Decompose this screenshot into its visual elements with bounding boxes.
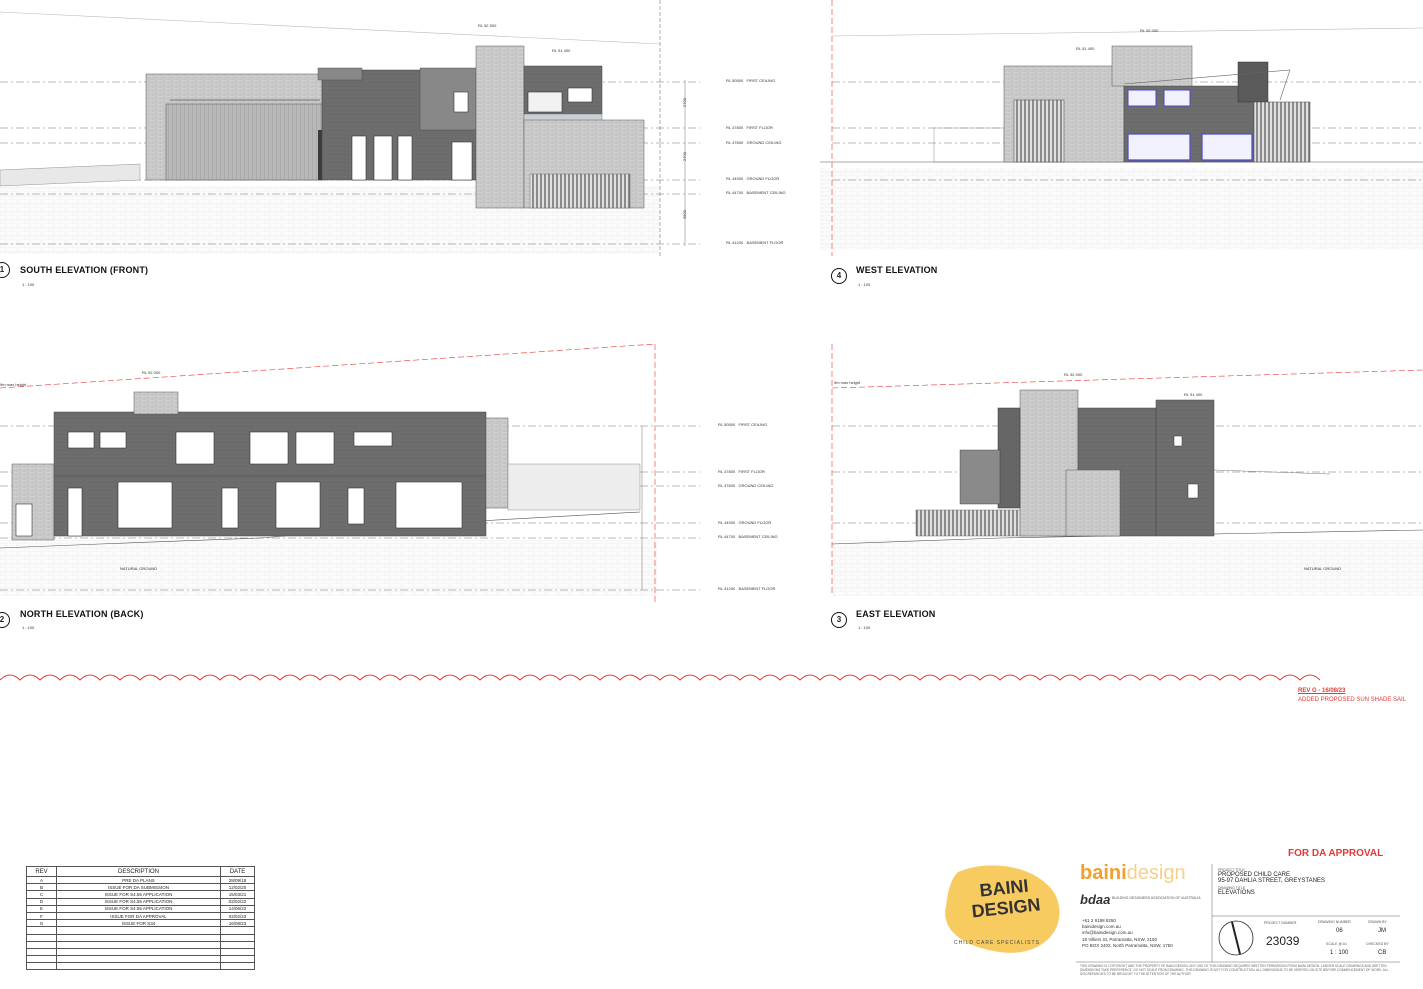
brand-wordmark: bainidesign <box>1080 862 1186 884</box>
revision-cloud-note: ADDED PROPOSED SUN SHADE SAIL <box>1298 697 1407 703</box>
natural-ground-label: NATURAL GROUND <box>1304 566 1342 571</box>
drawn-by: JM <box>1378 928 1386 934</box>
level-label: RL 41200 BASEMENT FLOOR <box>718 586 776 591</box>
table-row <box>26 933 255 942</box>
rl-annotation: RL 52 000 <box>1064 372 1083 377</box>
table-row <box>26 947 255 957</box>
view-title-west: WEST ELEVATION <box>856 265 938 275</box>
dimension-label: 2700 <box>681 152 687 161</box>
natural-ground-label: NATURAL GROUND <box>120 566 158 571</box>
rl-annotation: RL 52 000 <box>142 370 161 375</box>
level-label: RL 50500 FIRST CEILING <box>726 78 776 83</box>
view-scale-west: 1 : 100 <box>858 282 871 287</box>
contact-po-box: PO BOX 2402, North Parramatta, NSW, 1750 <box>1082 942 1173 948</box>
level-label: RL 44900 GROUND FLOOR <box>718 520 772 525</box>
level-label: RL 50500 FIRST CEILING <box>718 422 768 427</box>
dimension-label: 2700 <box>681 98 687 107</box>
scale-value: 1 : 100 <box>1330 950 1349 956</box>
level-label: RL 47600 GROUND CEILING <box>718 483 774 488</box>
revision-table-header: REV DESCRIPTION DATE <box>26 866 255 877</box>
revision-cloud <box>0 674 1321 681</box>
view-scale-east: 1 : 100 <box>858 625 871 630</box>
drawing-number-label: DRAWING NUMBER <box>1318 920 1351 924</box>
column-header: DATE <box>220 866 255 877</box>
level-label: RL 47800 FIRST FLOOR <box>718 469 765 474</box>
bdaa-note: BUILDING DESIGNERS ASSOCIATION OF AUSTRA… <box>1112 896 1201 900</box>
contact-phone: +61 2 9188 8250 <box>1082 918 1116 923</box>
level-label: RL 47800 FIRST FLOOR <box>726 125 773 130</box>
table-row <box>26 955 255 964</box>
project-address: 95-97 DAHLIA STREET, GREYSTANES <box>1218 878 1325 884</box>
rl-annotation: RL 51 400 <box>552 48 571 53</box>
level-label: RL 44900 GROUND FLOOR <box>726 176 780 181</box>
project-number: 23039 <box>1266 934 1300 948</box>
contact-address: 18 Villiers St, Parramatta, NSW, 2150 <box>1082 936 1157 942</box>
max-height-label: 9m max height <box>834 380 861 385</box>
scale-label: SCALE @ A1 <box>1326 942 1348 946</box>
revision-cloud-label: REV G - 16/08/23 <box>1298 688 1346 694</box>
view-scale-north: 1 : 100 <box>22 625 35 630</box>
view-title-east: EAST ELEVATION <box>856 609 936 619</box>
view-number-west: 4 <box>831 268 847 284</box>
project-number-label: PROJECT NUMBER <box>1264 921 1297 925</box>
contact-web[interactable]: bainidesign.com.au <box>1082 924 1121 930</box>
drawing-number: 06 <box>1336 928 1343 934</box>
status-stamp: FOR DA APPROVAL <box>1288 848 1384 859</box>
bdaa-logo: bdaa <box>1080 892 1111 907</box>
checked-by: CB <box>1378 950 1387 956</box>
project-title: PROPOSED CHILD CARE <box>1218 872 1291 878</box>
rl-annotation: RL 51 400 <box>1076 46 1095 51</box>
table-row <box>26 926 255 935</box>
rl-annotation: RL 51 400 <box>1184 392 1203 397</box>
max-height-label: 9m max height <box>0 382 27 387</box>
column-header: REV <box>26 866 57 877</box>
drawing-title: ELEVATIONS <box>1218 890 1255 896</box>
view-number-east: 3 <box>831 612 847 628</box>
north-elevation <box>0 343 700 602</box>
column-header: DESCRIPTION <box>56 866 221 877</box>
checked-by-label: CHECKED BY <box>1366 942 1389 946</box>
drawn-by-label: DRAWN BY <box>1368 920 1387 924</box>
south-elevation <box>0 0 700 256</box>
view-title-north: NORTH ELEVATION (BACK) <box>20 609 144 619</box>
level-label: RL 44700 BASEMENT CEILING <box>726 190 786 195</box>
level-label: RL 47600 GROUND CEILING <box>726 140 782 145</box>
east-elevation <box>831 344 1423 596</box>
west-elevation <box>820 0 1423 256</box>
contact-email[interactable]: info@bainidesign.com.au <box>1082 930 1133 936</box>
view-title-south: SOUTH ELEVATION (FRONT) <box>20 265 149 275</box>
rl-annotation: RL 52 500 <box>478 23 497 28</box>
view-scale-south: 1 : 100 <box>22 282 35 287</box>
copyright-disclaimer: THIS DRAWING IS COPYRIGHT AND THE PROPER… <box>1080 964 1389 976</box>
level-label: RL 44700 BASEMENT CEILING <box>718 534 778 539</box>
level-label: RL 41200 BASEMENT FLOOR <box>726 240 784 245</box>
rl-annotation: RL 52 000 <box>1140 28 1159 33</box>
contact-block: +61 2 9188 8250 bainidesign.com.au info@… <box>1082 918 1173 949</box>
project-info: PROJECT TITLE PROPOSED CHILD CARE 95-97 … <box>1218 868 1398 896</box>
logo-tagline: CHILD CARE SPECIALISTS <box>954 940 1040 946</box>
table-row <box>26 962 255 971</box>
dimension-label: 3500 <box>681 210 687 219</box>
table-row <box>26 940 255 949</box>
